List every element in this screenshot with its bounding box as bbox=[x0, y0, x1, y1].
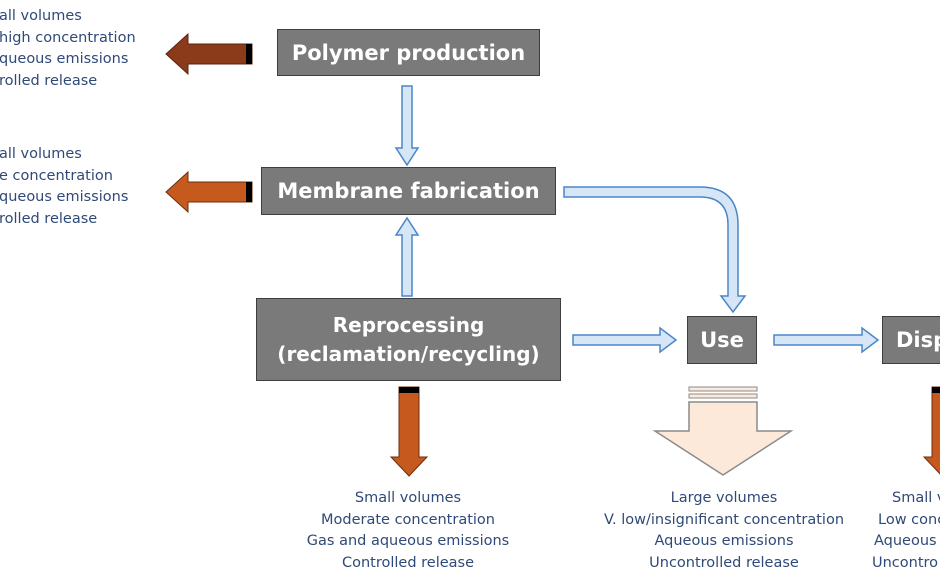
note-polymer-release: all volumes high concentration queous em… bbox=[0, 6, 136, 92]
note-line: all volumes bbox=[0, 146, 82, 162]
note-line: Small v bbox=[892, 490, 940, 506]
box-membrane-fabrication-label: Membrane fabrication bbox=[277, 179, 540, 203]
box-polymer-production: Polymer production bbox=[277, 29, 540, 76]
note-line: queous emissions bbox=[0, 189, 129, 205]
box-polymer-production-label: Polymer production bbox=[291, 40, 526, 65]
note-use-release: Large volumes V. low/insignificant conce… bbox=[598, 488, 850, 574]
note-line: e concentration bbox=[0, 167, 113, 184]
note-line: Gas and aqueous emissions bbox=[306, 533, 510, 549]
flow-arrow-membrane-to-use bbox=[563, 186, 747, 314]
note-disposal-release: Small v Low conc Aqueous Uncontro bbox=[872, 488, 940, 574]
flow-arrow-reprocessing-to-membrane bbox=[394, 216, 420, 297]
box-disposal: Disp bbox=[882, 316, 940, 364]
note-line: Aqueous emissions bbox=[654, 533, 794, 549]
note-reprocessing-release: Small volumes Moderate concentration Gas… bbox=[298, 488, 518, 574]
note-line: high concentration bbox=[0, 29, 136, 46]
note-line: Low conc bbox=[878, 511, 940, 528]
note-line: queous emissions bbox=[0, 51, 129, 67]
box-reprocessing-label-line2: (reclamation/recycling) bbox=[277, 341, 540, 366]
note-line: Aqueous bbox=[874, 533, 937, 549]
note-line: Uncontro bbox=[872, 554, 939, 571]
flow-arrow-reprocessing-to-use bbox=[572, 326, 678, 354]
note-membrane-release: all volumes e concentration queous emiss… bbox=[0, 144, 128, 230]
release-arrow-membrane bbox=[165, 170, 253, 214]
note-line: Small volumes bbox=[354, 490, 462, 506]
note-line: Controlled release bbox=[341, 554, 475, 571]
release-arrow-polymer bbox=[165, 32, 253, 76]
flow-arrow-polymer-to-membrane bbox=[394, 85, 420, 167]
flow-arrow-use-to-disposal bbox=[773, 326, 880, 354]
note-line: Large volumes bbox=[670, 490, 778, 506]
box-use-label: Use bbox=[700, 328, 744, 352]
note-line: rolled release bbox=[0, 72, 98, 89]
release-arrow-reprocessing bbox=[389, 386, 429, 477]
note-line: Uncontrolled release bbox=[649, 554, 799, 571]
box-reprocessing: Reprocessing (reclamation/recycling) bbox=[256, 298, 561, 381]
release-arrow-use bbox=[652, 386, 794, 476]
release-arrow-disposal bbox=[922, 386, 940, 475]
note-line: Moderate concentration bbox=[321, 511, 495, 528]
note-line: all volumes bbox=[0, 8, 82, 24]
note-line: rolled release bbox=[0, 210, 98, 227]
box-disposal-label: Disp bbox=[896, 328, 940, 352]
box-membrane-fabrication: Membrane fabrication bbox=[261, 167, 556, 215]
note-line: V. low/insignificant concentration bbox=[603, 511, 845, 528]
box-reprocessing-label-line1: Reprocessing bbox=[332, 312, 485, 337]
box-use: Use bbox=[687, 316, 757, 364]
